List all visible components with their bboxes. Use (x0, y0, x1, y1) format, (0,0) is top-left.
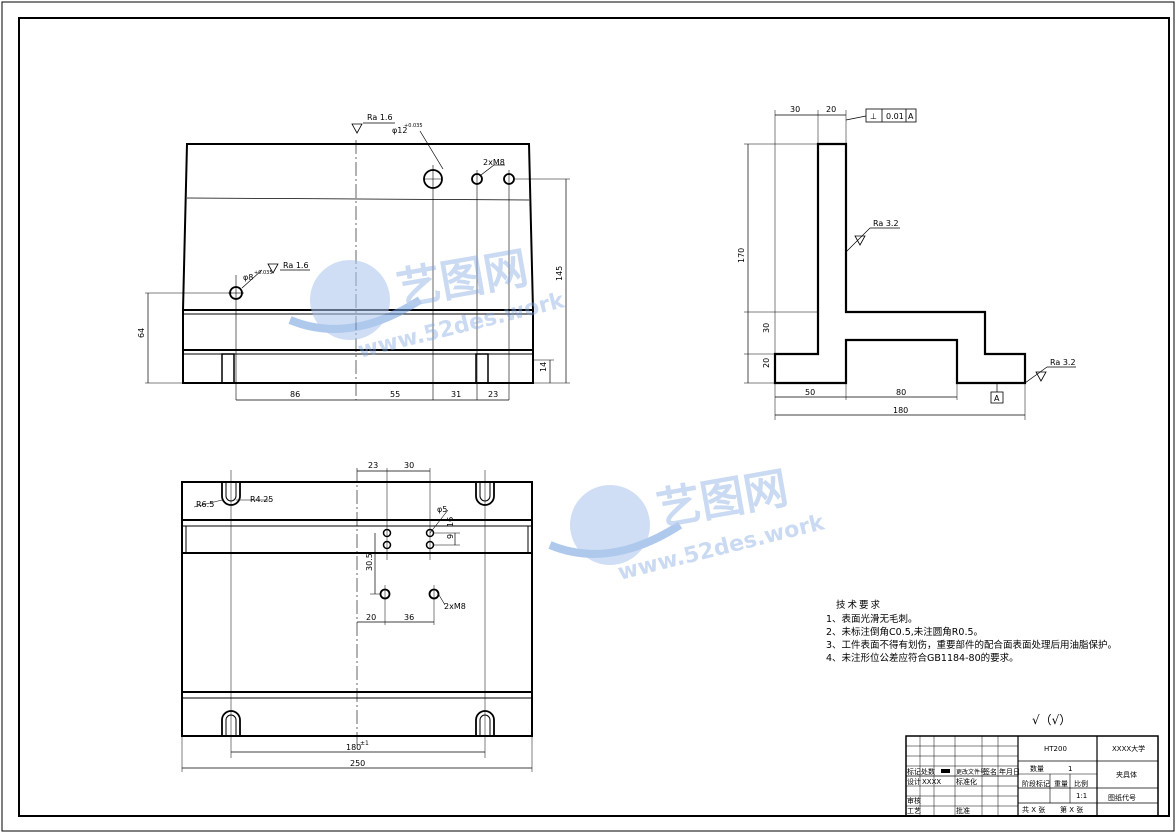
top-dim-36: 36 (404, 613, 414, 622)
side-flatness-symbol: ⊥ (870, 112, 877, 121)
tb-designer: XXXX (922, 778, 941, 786)
front-thread-label: 2xM8 (483, 158, 505, 167)
top-dim-30: 30 (404, 461, 414, 470)
front-dim-55: 55 (390, 390, 400, 399)
front-hole-small: φ8 (243, 273, 253, 282)
front-roughness-left: Ra 1.6 (283, 261, 309, 270)
top-dim-16: 16 (446, 517, 455, 527)
watermark-1: 艺图网 www.52des.work (288, 243, 568, 364)
tb-std-label: 标准化 (956, 777, 977, 786)
top-thread-label: 2xM8 (444, 602, 466, 611)
tb-row-sign: 签名 (983, 767, 997, 776)
tb-sheet-info: 共 X 张 (1022, 805, 1045, 814)
tb-process-label: 工艺 (907, 807, 921, 815)
tb-row-file: 更改文件号 (956, 768, 986, 776)
tb-part-name: 夹具体 (1116, 770, 1137, 779)
side-dim-30v: 30 (762, 323, 771, 333)
top-hole-label: φ5 (437, 505, 447, 514)
tech-requirements: 技术要求 1、表面光滑无毛刺。 2、未标注倒角C0.5,未注圆角R0.5。 3、… (826, 599, 1117, 664)
tb-scale: 1:1 (1076, 792, 1087, 800)
general-roughness: √（√） (1032, 713, 1071, 727)
tech-item-3: 3、工件表面不得有划伤，重要部件的配合面表面处理后用油脂保护。 (826, 639, 1117, 651)
title-block: 标记 处数 分区 更改文件号 签名 年月日 设计 XXXX 标准化 审核 工艺 … (905, 735, 1159, 817)
side-flatness-value: 0.01 (886, 112, 904, 121)
side-view (744, 108, 1076, 420)
watermark-2: 艺图网 www.52des.work (548, 463, 828, 586)
side-flatness-datum: A (908, 112, 914, 121)
tb-row-date: 年月日 (999, 767, 1020, 776)
tech-item-4: 4、未注形位公差应符合GB1184-80的要求。 (826, 652, 1019, 664)
side-dim-20v: 20 (762, 358, 771, 368)
tb-review-label: 审核 (907, 796, 921, 805)
tech-title: 技术要求 (836, 599, 882, 611)
tech-item-1: 1、表面光滑无毛刺。 (826, 613, 918, 625)
tb-designer-label: 设计 (907, 777, 921, 786)
side-dim-20: 20 (826, 105, 836, 114)
side-dim-50: 50 (805, 388, 815, 397)
front-dim-23: 23 (488, 390, 498, 399)
tb-sheet-page: 第 X 张 (1060, 805, 1083, 814)
front-hole-small-tol: +0.035 (254, 270, 273, 276)
front-dim-145: 145 (555, 266, 564, 281)
top-dim-20: 20 (366, 613, 376, 622)
tb-quantity-label: 数量 (1030, 764, 1044, 773)
side-dim-170: 170 (737, 248, 746, 263)
front-dim-31: 31 (451, 390, 461, 399)
inner-frame (18, 17, 1170, 817)
top-radius-inner: R4.25 (250, 495, 273, 504)
side-dim-30: 30 (790, 105, 800, 114)
top-dim-30-5: 30.5 (365, 553, 374, 571)
front-roughness-top: Ra 1.6 (367, 113, 393, 122)
tb-approve-label: 批准 (956, 806, 970, 815)
top-view (181, 468, 533, 772)
side-dim-180: 180 (893, 406, 908, 415)
top-radius-outer: R6.5 (196, 500, 214, 509)
top-dim-23: 23 (368, 461, 378, 470)
tb-stage-label: 阶段标记 (1022, 779, 1050, 788)
front-hole-big: φ12 (392, 126, 407, 135)
tb-row-mark: 标记 (907, 767, 921, 776)
tb-quantity: 1 (1068, 765, 1072, 773)
top-dim-250: 250 (350, 759, 365, 768)
top-dim-9: 9 (446, 534, 455, 539)
front-dim-86: 86 (290, 390, 300, 399)
front-hole-big-tol: +0.035 (404, 123, 423, 129)
tb-school: XXXX大学 (1112, 744, 1145, 753)
tb-drawing-no: 图纸代号 (1108, 793, 1136, 802)
top-dim-180-tol: ±1 (360, 740, 369, 747)
side-roughness-right: Ra 3.2 (1050, 358, 1076, 367)
side-roughness-mid: Ra 3.2 (873, 219, 899, 228)
front-dim-64: 64 (137, 328, 146, 338)
front-dim-14: 14 (539, 362, 548, 372)
tech-item-2: 2、未标注倒角C0.5,未注圆角R0.5。 (826, 626, 983, 638)
side-dim-80: 80 (896, 388, 906, 397)
tb-row-count: 处数 (921, 767, 935, 776)
tb-material: HT200 (1044, 745, 1067, 753)
tb-weight-label: 重量 (1054, 780, 1068, 788)
tb-scale-label: 比例 (1074, 779, 1088, 788)
side-datum-a: A (994, 394, 1000, 403)
top-dim-180: 180 (346, 743, 361, 752)
